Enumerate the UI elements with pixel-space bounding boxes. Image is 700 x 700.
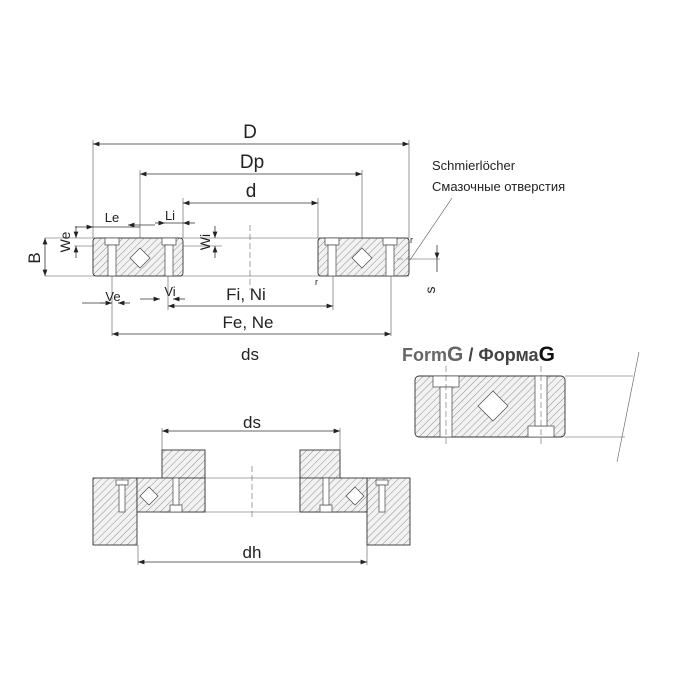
label-r: r (410, 235, 413, 245)
label-Li: Li (165, 208, 175, 223)
form-g-detail: FormG / ФормаG (402, 343, 640, 463)
mounting-section-view: ds dh (92, 413, 411, 565)
label-ds: ds (243, 413, 261, 432)
label-Vi: Vi (164, 284, 175, 299)
label-FiNi: Fi, Ni (226, 285, 266, 304)
roller-icon (477, 390, 509, 422)
label-s: s (422, 287, 438, 294)
label-ds: ds (241, 345, 259, 364)
label-r: r (315, 277, 318, 287)
label-Ve: Ve (105, 289, 120, 304)
roller-icon (139, 486, 159, 506)
label-FeNe: Fe, Ne (222, 313, 273, 332)
label-D: D (243, 122, 257, 143)
label-Wi: Wi (197, 234, 213, 250)
top-section-view: D Dp d Le Li We Wi B Ve Vi Fi, Ni Fe, Ne… (25, 122, 565, 364)
label-B: B (25, 252, 44, 263)
roller-icon (351, 247, 373, 269)
label-Le: Le (105, 210, 119, 225)
lubrication-note-ru: Смазочные отверстия (432, 179, 565, 194)
form-g-title: FormG / ФормаG (402, 343, 555, 366)
label-d: d (246, 181, 257, 202)
label-dh: dh (243, 543, 262, 562)
lubrication-note-de: Schmierlöcher (432, 158, 516, 173)
label-We: We (57, 231, 73, 252)
label-Dp: Dp (240, 152, 264, 173)
roller-icon (345, 486, 365, 506)
roller-icon (129, 247, 151, 269)
